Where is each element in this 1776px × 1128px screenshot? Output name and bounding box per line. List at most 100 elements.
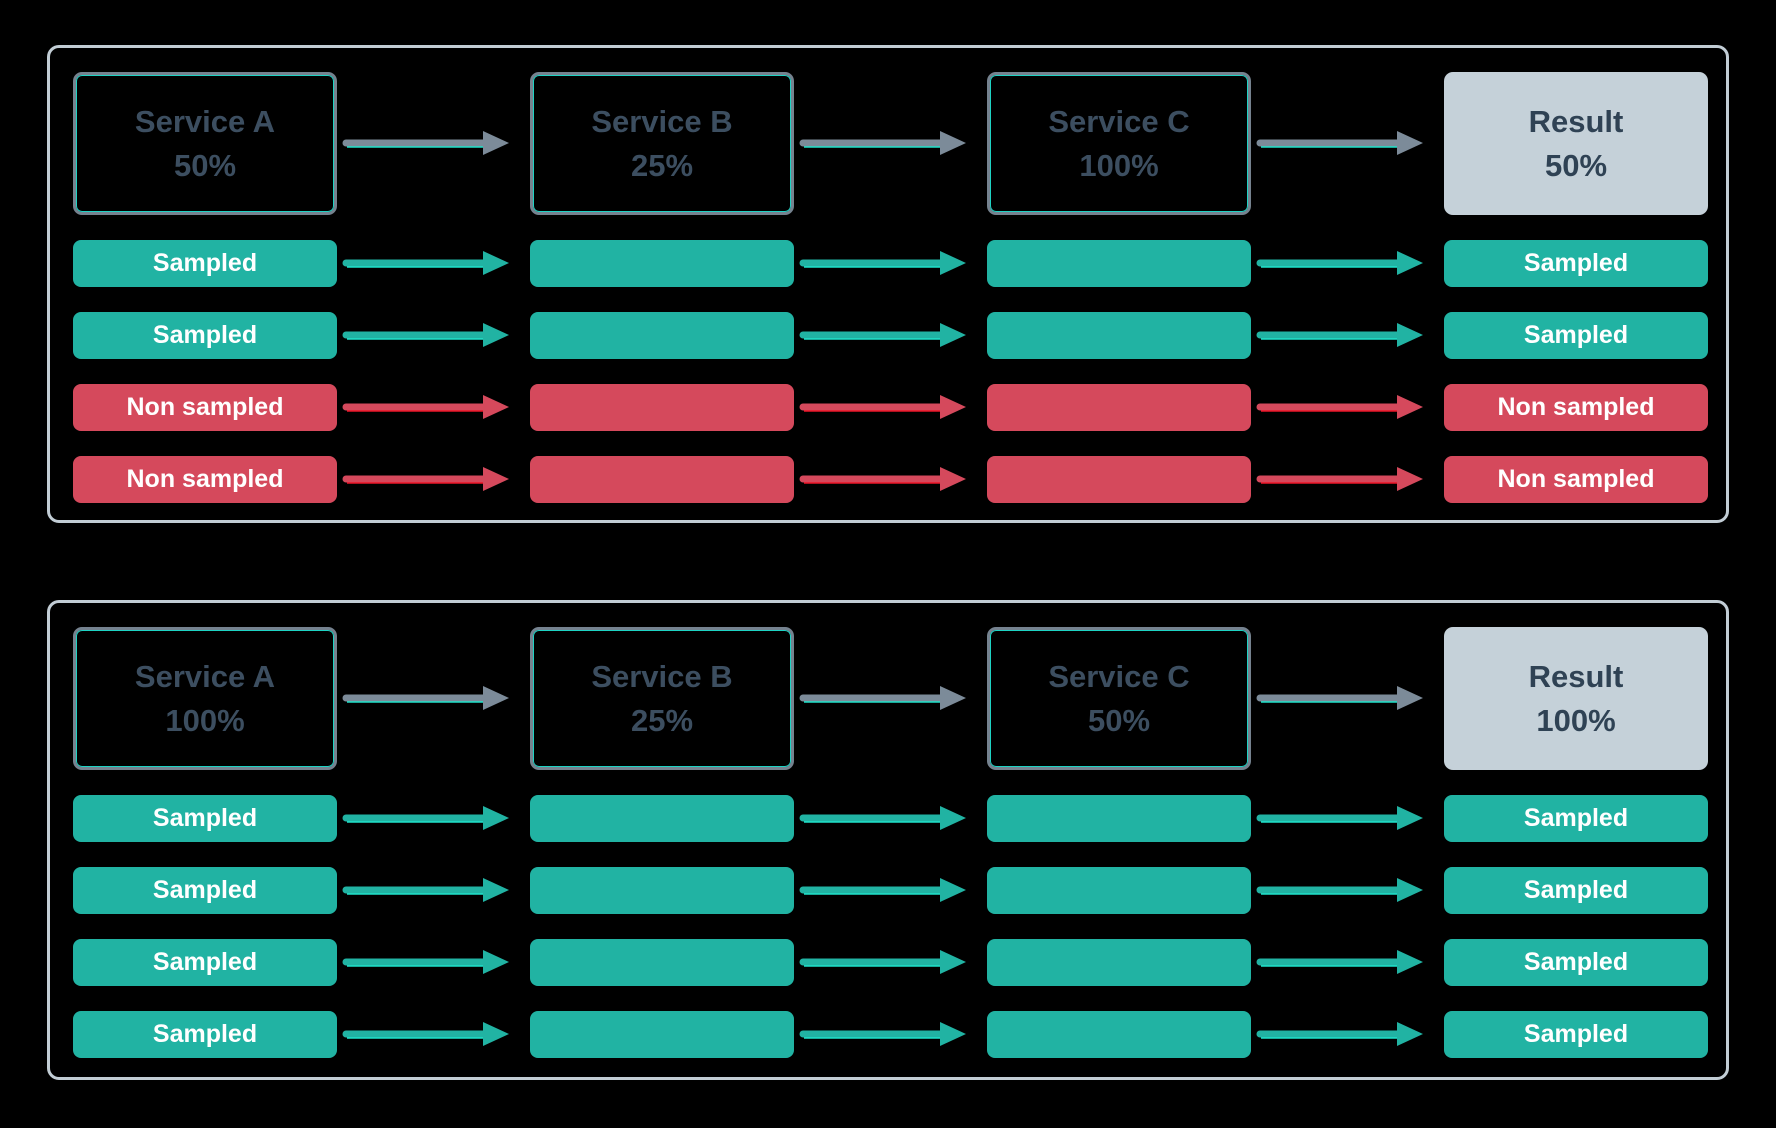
result-percentage: 100% (1536, 702, 1616, 738)
arrow-gap (1251, 456, 1444, 503)
trace-row: Sampled Sampled (73, 312, 1708, 359)
sampled-bar: Sampled (1444, 312, 1708, 359)
arrow-gap (794, 312, 987, 359)
arrow-gap (794, 72, 987, 215)
arrow-gap (337, 456, 530, 503)
sampled-bar (987, 1011, 1251, 1058)
sampled-bar (987, 240, 1251, 287)
arrow-right-icon (342, 805, 509, 830)
bar-label: Non sampled (1497, 393, 1655, 421)
arrow-right-icon (799, 394, 966, 419)
result-percentage: 50% (1544, 147, 1608, 183)
sampled-bar: Sampled (1444, 795, 1708, 842)
sampled-bar: Sampled (1444, 1011, 1708, 1058)
bar-label: Non sampled (1497, 465, 1655, 493)
trace-row: Sampled Sampled (73, 1011, 1708, 1058)
sampled-bar: Sampled (1444, 240, 1708, 287)
non-sampled-bar: Non sampled (1444, 384, 1708, 431)
arrow-gap (794, 1011, 987, 1058)
non-sampled-bar: Non sampled (73, 384, 337, 431)
sampled-bar (530, 795, 794, 842)
sampled-bar: Sampled (73, 939, 337, 986)
arrow-gap (794, 627, 987, 770)
service-percentage: 25% (630, 702, 694, 738)
service-percentage: 100% (1079, 147, 1159, 183)
non-sampled-bar (530, 384, 794, 431)
arrow-gap (1251, 240, 1444, 287)
bar-label: Sampled (1523, 948, 1629, 976)
arrow-gap (794, 867, 987, 914)
arrow-gap (337, 939, 530, 986)
arrow-gap (1251, 627, 1444, 770)
arrow-right-icon (342, 394, 509, 419)
arrow-right-icon (1256, 322, 1423, 347)
trace-row: Sampled Sampled (73, 939, 1708, 986)
arrow-right-icon (342, 322, 509, 347)
sampled-bar: Sampled (73, 867, 337, 914)
arrow-gap (1251, 384, 1444, 431)
arrow-right-icon (1256, 877, 1423, 902)
sampled-bar (987, 795, 1251, 842)
non-sampled-bar: Non sampled (73, 456, 337, 503)
bar-label: Sampled (152, 1020, 258, 1048)
arrow-right-icon (1256, 805, 1423, 830)
arrow-right-icon (342, 877, 509, 902)
arrow-gap (794, 795, 987, 842)
bar-label: Sampled (152, 321, 258, 349)
sampled-bar (530, 939, 794, 986)
service-name: Service C (1048, 658, 1190, 694)
bar-label: Non sampled (126, 465, 284, 493)
bar-label: Sampled (152, 249, 258, 277)
sampled-bar (530, 1011, 794, 1058)
arrow-gap (794, 456, 987, 503)
trace-row: Non sampled Non sampled (73, 384, 1708, 431)
arrow-right-icon (342, 466, 509, 491)
service-percentage: 50% (1087, 702, 1151, 738)
trace-row: Sampled Sampled (73, 240, 1708, 287)
service-percentage: 100% (165, 702, 245, 738)
sampled-bar (530, 240, 794, 287)
arrow-right-icon (799, 685, 966, 710)
arrow-gap (337, 72, 530, 215)
arrow-gap (1251, 939, 1444, 986)
arrow-gap (337, 867, 530, 914)
service-name: Service A (134, 658, 276, 694)
arrow-gap (1251, 312, 1444, 359)
arrow-right-icon (342, 949, 509, 974)
bar-label: Sampled (1523, 321, 1629, 349)
arrow-right-icon (799, 805, 966, 830)
arrow-right-icon (799, 949, 966, 974)
arrow-right-icon (1256, 685, 1423, 710)
arrow-right-icon (799, 322, 966, 347)
service-box-service-a: Service A 50% (73, 72, 337, 215)
result-label: Result (1528, 658, 1624, 694)
service-box-service-a: Service A 100% (73, 627, 337, 770)
arrow-gap (337, 795, 530, 842)
result-box: Result 50% (1444, 72, 1708, 215)
trace-row: Non sampled Non sampled (73, 456, 1708, 503)
arrow-gap (337, 240, 530, 287)
arrow-right-icon (799, 1021, 966, 1046)
bar-label: Sampled (1523, 1020, 1629, 1048)
result-box: Result 100% (1444, 627, 1708, 770)
sampled-bar (530, 867, 794, 914)
bar-label: Sampled (152, 876, 258, 904)
bar-label: Sampled (152, 948, 258, 976)
sampled-bar: Sampled (73, 1011, 337, 1058)
service-name: Service A (134, 103, 276, 139)
arrow-gap (794, 384, 987, 431)
arrow-gap (1251, 72, 1444, 215)
result-label: Result (1528, 103, 1624, 139)
service-box-service-c: Service C 50% (987, 627, 1251, 770)
service-percentage: 50% (173, 147, 237, 183)
arrow-right-icon (1256, 250, 1423, 275)
arrow-right-icon (1256, 1021, 1423, 1046)
arrow-gap (1251, 867, 1444, 914)
arrow-right-icon (1256, 466, 1423, 491)
